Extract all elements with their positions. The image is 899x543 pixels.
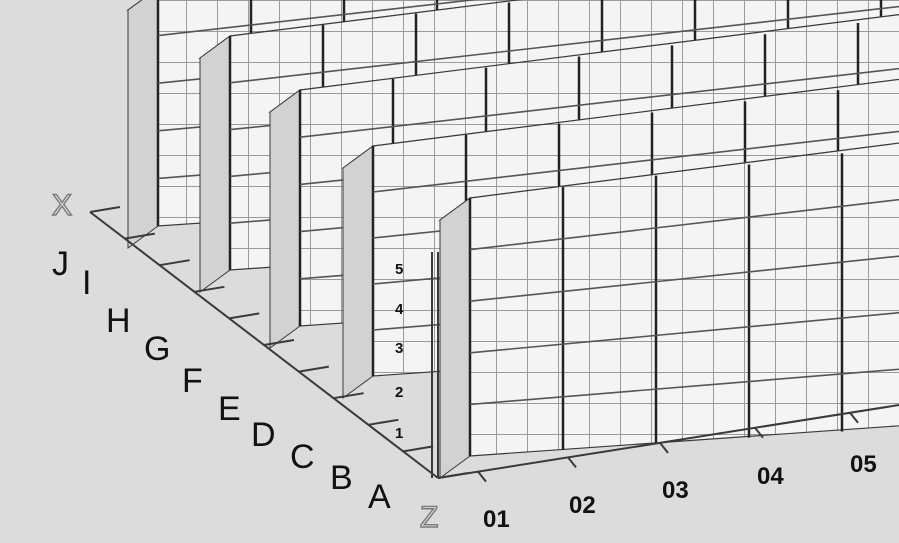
z-axis-letter: Z bbox=[420, 501, 438, 534]
rack-row-5 bbox=[438, 142, 899, 479]
rack-shelf-line bbox=[469, 311, 899, 354]
row-label-j: J bbox=[52, 245, 69, 283]
column-tick bbox=[659, 442, 669, 454]
rack-end-face bbox=[127, 0, 159, 249]
x-axis-letter: X bbox=[52, 189, 72, 222]
level-label-1: 1 bbox=[395, 425, 403, 442]
column-tick bbox=[567, 456, 577, 469]
column-label-04: 04 bbox=[757, 463, 784, 490]
row-tick bbox=[368, 418, 399, 426]
row-tick bbox=[124, 232, 155, 240]
rack-end-face bbox=[439, 197, 471, 479]
row-tick bbox=[89, 206, 121, 213]
rack-shelf-line bbox=[229, 5, 899, 84]
row-label-b: B bbox=[330, 459, 353, 497]
row-tick bbox=[194, 285, 225, 293]
row-label-h: H bbox=[106, 302, 131, 340]
rack-shelf-line bbox=[469, 368, 899, 406]
level-labels: 1 2 3 4 5 bbox=[395, 261, 404, 442]
row-tick bbox=[333, 392, 364, 400]
row-tick bbox=[263, 339, 295, 346]
row-label-g: G bbox=[144, 330, 170, 368]
row-tick-marks bbox=[89, 206, 469, 479]
row-label-i: I bbox=[82, 264, 91, 302]
row-tick bbox=[298, 365, 329, 373]
column-axis-line bbox=[437, 404, 899, 479]
row-label-f: F bbox=[182, 362, 203, 400]
rack-shelf-line bbox=[157, 0, 479, 37]
rack-shelf-line bbox=[299, 67, 899, 138]
rack-shelf-line bbox=[469, 255, 899, 302]
column-label-02: 02 bbox=[569, 492, 596, 519]
row-labels: A B C D E F G H I J bbox=[52, 245, 391, 516]
column-label-05: 05 bbox=[850, 451, 877, 478]
row-tick bbox=[229, 312, 260, 320]
row-label-d: D bbox=[251, 416, 276, 454]
level-label-5: 5 bbox=[395, 261, 403, 278]
row-label-a: A bbox=[368, 478, 391, 516]
rack-end-face bbox=[199, 35, 231, 293]
rack-shelf-line bbox=[372, 130, 899, 193]
column-label-01: 01 bbox=[483, 506, 510, 533]
row-label-c: C bbox=[290, 438, 315, 476]
level-label-4: 4 bbox=[395, 301, 404, 318]
row-tick bbox=[403, 445, 434, 453]
row-label-e: E bbox=[218, 390, 241, 428]
column-tick bbox=[849, 412, 859, 424]
rack-shelf-line bbox=[469, 198, 899, 251]
row-tick bbox=[437, 472, 469, 479]
rack-rows bbox=[126, 0, 899, 479]
level-label-3: 3 bbox=[395, 340, 403, 357]
column-labels: 01 02 03 04 05 bbox=[483, 451, 877, 533]
row-tick bbox=[159, 259, 190, 267]
rack-end-face bbox=[269, 89, 301, 349]
level-label-2: 2 bbox=[395, 384, 403, 401]
column-tick bbox=[477, 471, 487, 483]
column-label-03: 03 bbox=[662, 477, 689, 504]
rack-end-face bbox=[342, 145, 374, 399]
column-tick bbox=[754, 427, 764, 439]
column-tick-marks bbox=[477, 412, 859, 483]
